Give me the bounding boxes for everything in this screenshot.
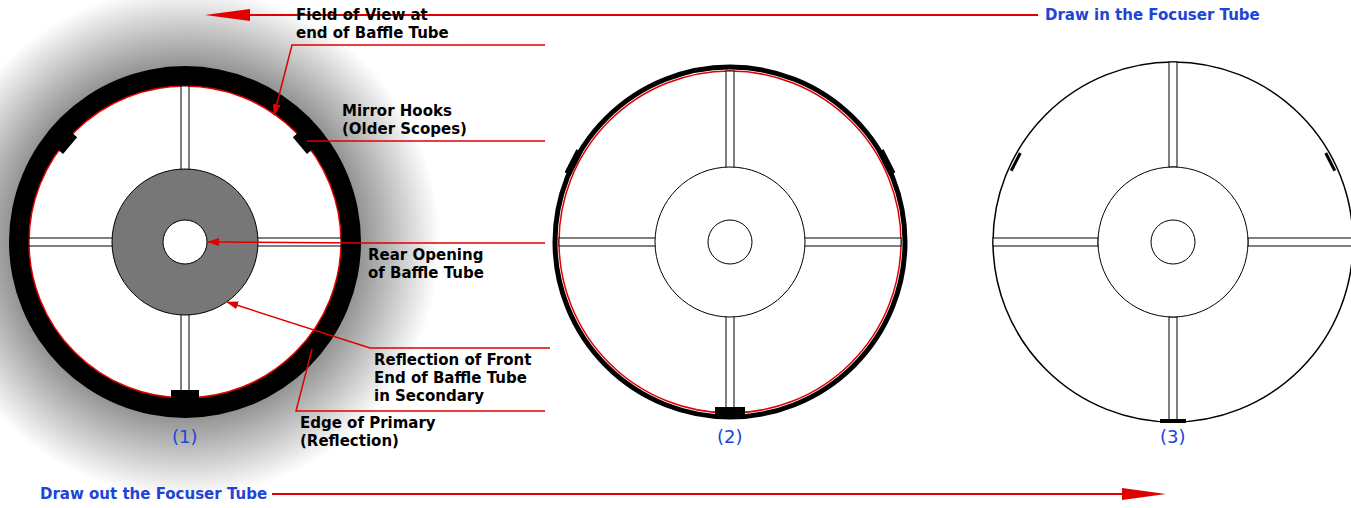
- figure-number: (1): [172, 428, 198, 446]
- direction-label: Draw in the Focuser Tube: [1045, 6, 1260, 24]
- figure-number: (2): [717, 428, 743, 446]
- leader-line: [227, 302, 550, 348]
- primary-edge-ring: [555, 67, 905, 417]
- spider-vanes: [993, 62, 1351, 422]
- baffle-rear-opening: [1151, 220, 1195, 264]
- callout-label: Edge of Primary (Reflection): [300, 414, 442, 450]
- leader-line: [208, 242, 545, 243]
- mirror-hooks: [57, 132, 313, 404]
- callout-label: Rear Opening of Baffle Tube: [368, 246, 496, 282]
- baffle-rear-opening: [708, 220, 752, 264]
- primary-edge-ring: [993, 62, 1351, 422]
- mirror-hooks: [1010, 152, 1336, 423]
- callout-label: Field of View at end of Baffle Tube: [296, 6, 457, 42]
- baffle-front-reflection: [1098, 167, 1248, 317]
- baffle-rear-opening: [163, 220, 207, 264]
- field-of-view-circle: [559, 71, 901, 413]
- callout-label: Reflection of Front End of Baffle Tube i…: [374, 351, 544, 405]
- direction-label: Draw out the Focuser Tube: [40, 485, 267, 503]
- baffle-front-reflection: [655, 167, 805, 317]
- mirror-hooks: [565, 149, 896, 419]
- figure-number: (3): [1160, 428, 1186, 446]
- view-two: [555, 67, 905, 419]
- view-three: [993, 62, 1351, 423]
- leader-line: [296, 349, 545, 411]
- draw-out-arrow: [272, 488, 1166, 500]
- callout-label: Mirror Hooks (Older Scopes): [342, 102, 474, 138]
- leader-line: [307, 140, 545, 142]
- spider-vanes: [559, 71, 901, 413]
